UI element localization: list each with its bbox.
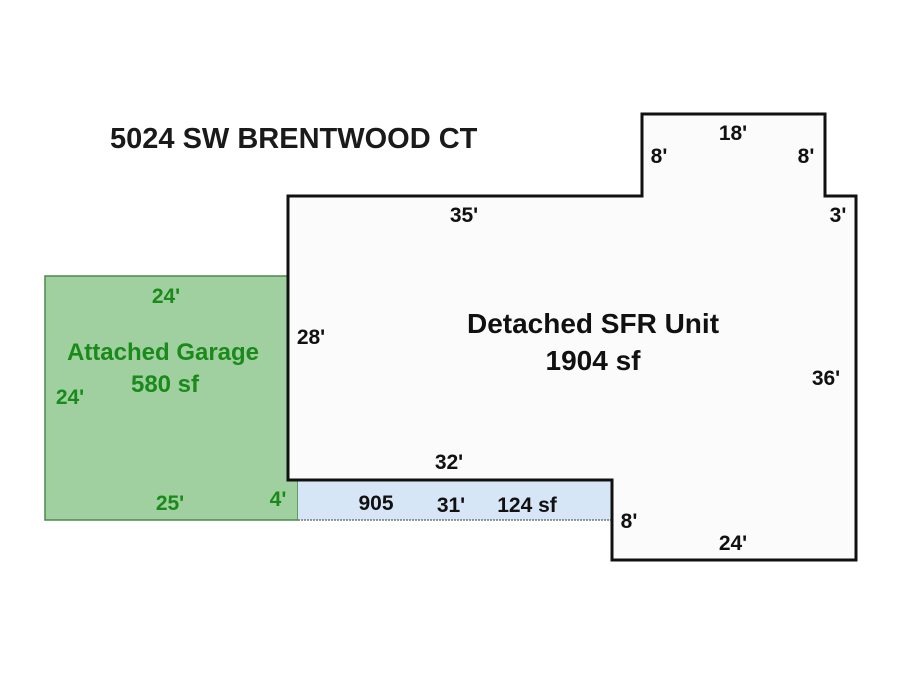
dim-house-right: 36' [812, 367, 840, 390]
house-outline [286, 112, 858, 562]
garage-area: 580 sf [131, 371, 200, 398]
dim-house-top-bump: 18' [719, 122, 747, 145]
dim-house-bottom: 24' [719, 532, 747, 555]
house-name: Detached SFR Unit [467, 308, 719, 339]
porch-outline [298, 480, 612, 520]
property-address: 5024 SW BRENTWOOD CT [110, 123, 478, 155]
dim-house-bump-left: 8' [651, 145, 668, 168]
garage-name: Attached Garage [67, 339, 259, 366]
dim-house-right-step: 3' [830, 204, 847, 227]
dim-house-top: 35' [450, 204, 478, 227]
dim-garage-bottom: 25' [156, 492, 184, 515]
porch-length: 31' [437, 494, 465, 517]
dim-house-left: 28' [297, 326, 325, 349]
dim-garage-right-step: 4' [270, 488, 287, 511]
porch-area: 124 sf [497, 494, 558, 517]
dim-house-bump-right: 8' [798, 145, 815, 168]
house-area: 1904 sf [546, 345, 642, 376]
dim-garage-left: 24' [56, 386, 84, 409]
dim-house-inner-bottom: 32' [435, 451, 463, 474]
porch-code: 905 [358, 492, 393, 515]
dim-house-lower-step: 8' [621, 510, 638, 533]
dim-garage-top: 24' [152, 285, 180, 308]
